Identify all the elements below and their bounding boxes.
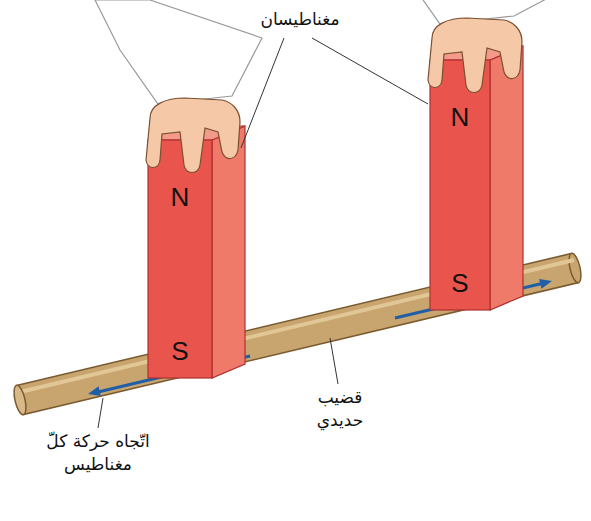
pole-label: S bbox=[451, 270, 468, 296]
magnet-face: NS bbox=[148, 140, 212, 378]
part-label: اتّجاه حركة كلّ مغناطيس bbox=[18, 430, 178, 476]
pole-label: S bbox=[171, 338, 188, 364]
pole-label: N bbox=[451, 104, 470, 130]
part-label: قضيب حديدي bbox=[295, 386, 385, 432]
leader-line bbox=[98, 38, 428, 428]
magnet-face: NS bbox=[430, 60, 490, 310]
hand bbox=[402, 0, 582, 93]
pole-label: N bbox=[171, 184, 190, 210]
part-label: مغناطيسان bbox=[230, 8, 370, 31]
hand bbox=[95, 0, 262, 173]
